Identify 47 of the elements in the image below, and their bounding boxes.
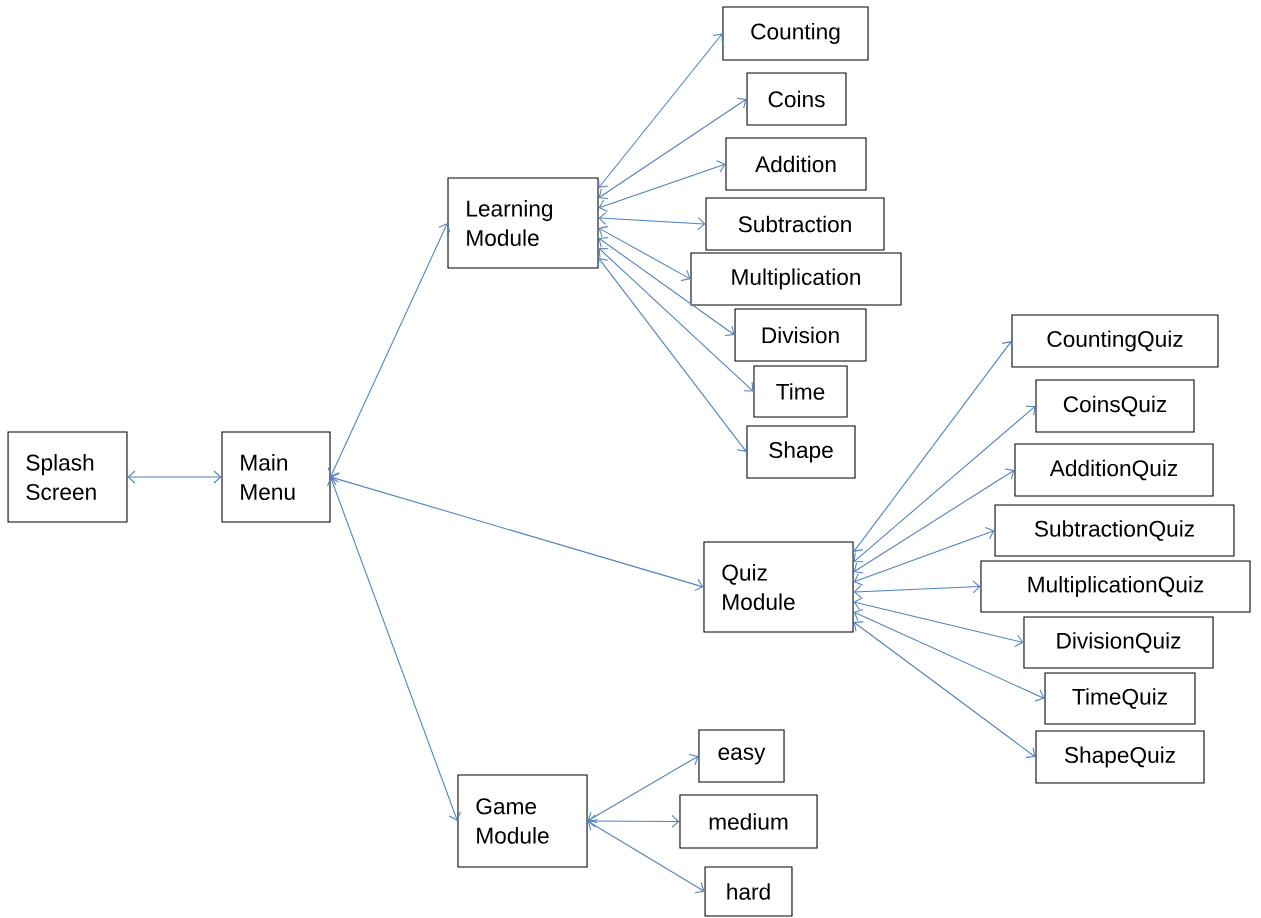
screen-box: MultiplicationQuiz — [980, 560, 1251, 613]
arrow — [853, 609, 1045, 702]
module-box: Game Module — [457, 774, 588, 868]
screen-box: SubtractionQuiz — [994, 504, 1235, 557]
arrow — [587, 814, 680, 828]
screen-box: Addition — [725, 137, 867, 191]
arrow — [598, 248, 754, 392]
screen-box: easy — [698, 729, 785, 783]
screen-box: CoinsQuiz — [1035, 379, 1195, 433]
arrow — [853, 580, 981, 599]
arrow — [853, 405, 1036, 563]
screen-box: Division — [734, 308, 867, 362]
arrow — [853, 597, 1024, 648]
screen-box: Subtraction — [705, 197, 885, 251]
arrow — [853, 468, 1015, 574]
module-box: Main Menu — [221, 431, 331, 523]
arrow — [598, 33, 723, 188]
screen-box: TimeQuiz — [1044, 672, 1196, 725]
arrow — [598, 211, 706, 231]
arrow — [598, 160, 726, 212]
module-box: Quiz Module — [703, 541, 854, 633]
module-box: Splash Screen — [7, 431, 128, 523]
arrow — [326, 477, 462, 821]
screen-box: CountingQuiz — [1011, 314, 1219, 368]
screen-box: medium — [679, 794, 818, 849]
arrow — [853, 621, 1036, 758]
arrow — [853, 526, 995, 586]
arrow — [598, 225, 691, 282]
arrow — [598, 236, 735, 337]
screen-box: Counting — [722, 6, 869, 61]
screen-box: ShapeQuiz — [1035, 730, 1205, 784]
arrow — [327, 223, 451, 477]
arrow — [597, 258, 748, 452]
arrow — [330, 472, 704, 592]
screen-box: hard — [704, 866, 793, 917]
arrow — [127, 470, 222, 484]
screen-box: Shape — [746, 425, 856, 479]
module-box: Learning Module — [447, 177, 599, 269]
arrow — [587, 754, 699, 823]
arrow — [852, 341, 1013, 552]
screen-box: Time — [753, 365, 848, 418]
screen-box: Multiplication — [690, 252, 902, 306]
arrow — [598, 97, 747, 200]
arrow — [587, 819, 705, 894]
screen-box: AdditionQuiz — [1014, 443, 1214, 497]
screen-box: DivisionQuiz — [1023, 616, 1214, 669]
screen-box: Coins — [746, 72, 847, 126]
